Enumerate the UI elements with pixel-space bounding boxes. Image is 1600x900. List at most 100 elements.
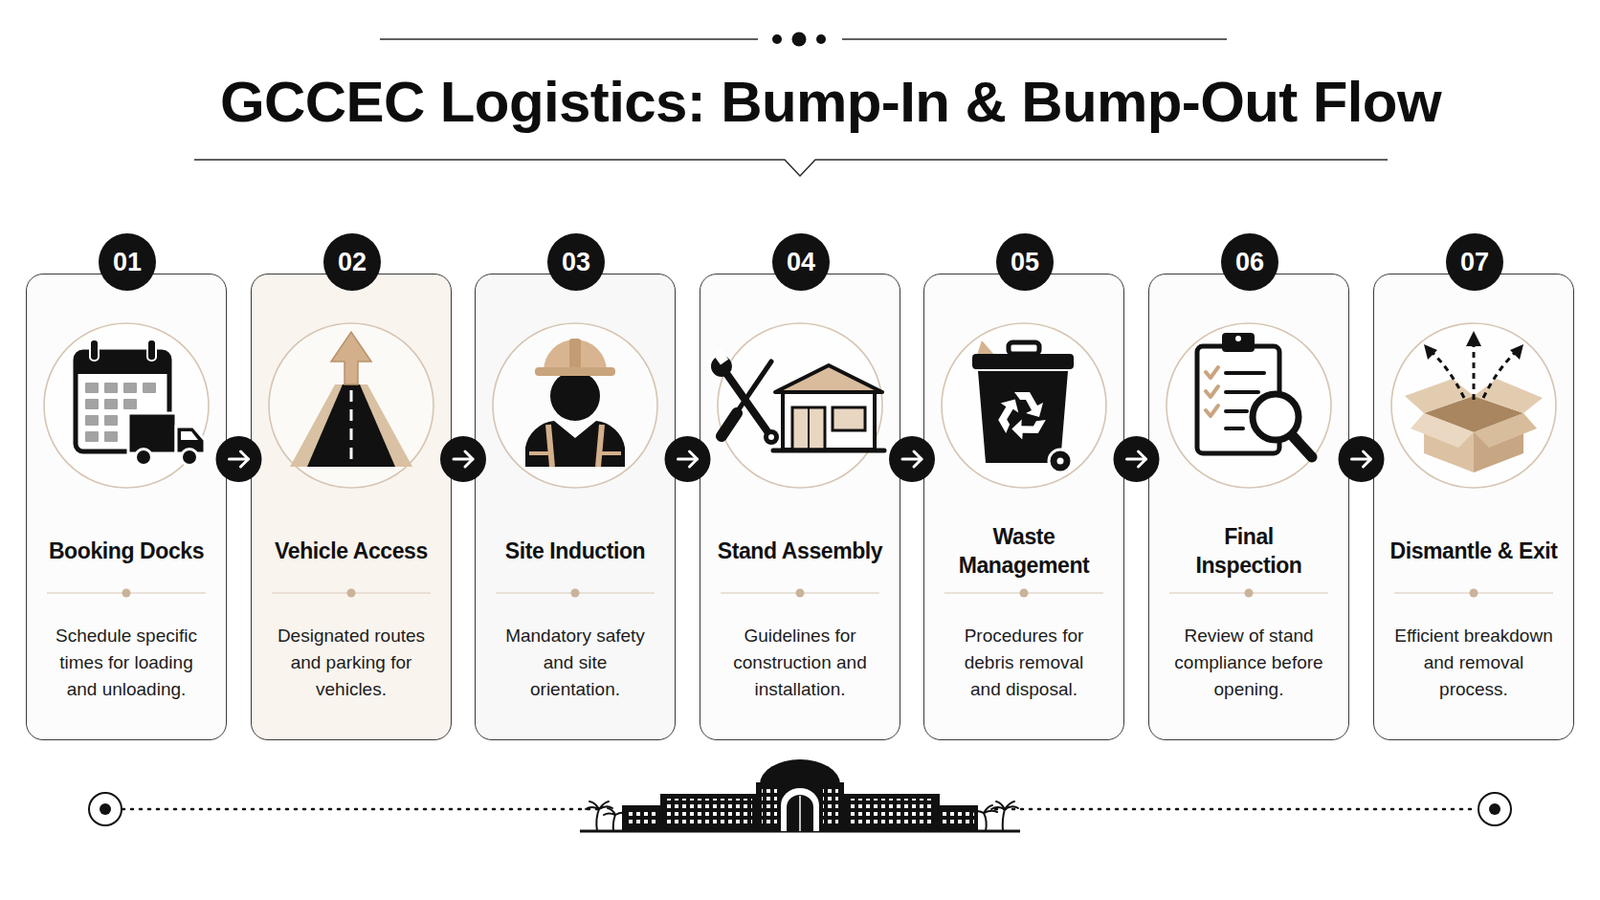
tools-booth-icon-part	[773, 448, 885, 454]
calendar-truck-icon-part	[75, 363, 170, 375]
connector-disc	[216, 436, 263, 483]
calendar-truck-icon-part	[147, 339, 156, 361]
tools-booth-icon-part	[711, 355, 733, 378]
card-title-area: Waste Management	[924, 520, 1124, 582]
worker-icon-part	[569, 338, 581, 370]
tools-booth-icon-part	[738, 361, 772, 410]
card-title: Waste Management	[952, 522, 1096, 580]
connector-shaft	[1352, 458, 1372, 462]
card-divider-part-part	[347, 589, 356, 599]
top-ornament-part	[792, 32, 807, 47]
clipboard-magnifier-icon-part-part	[1225, 426, 1244, 431]
step-number-badge: 03	[547, 233, 605, 291]
step-number-badge: 05	[996, 233, 1054, 291]
worker-icon-part	[543, 339, 607, 372]
connector-shaft	[229, 458, 249, 462]
card-divider-part	[46, 592, 1554, 595]
card-title: Booking Docks	[30, 536, 223, 566]
road-arrow-icon-part	[331, 332, 372, 385]
card-title-area: Stand Assembly	[700, 520, 900, 582]
palm-tree	[585, 801, 1019, 832]
worker-icon-part	[534, 367, 616, 377]
clipboard-magnifier-icon-part	[1197, 346, 1280, 454]
top-ornament-part	[816, 34, 826, 45]
card-title-area: Booking Docks	[26, 520, 226, 582]
recycling-bin-icon-part	[976, 340, 996, 358]
top-ornament-part	[379, 38, 758, 41]
card-divider-part-part	[122, 589, 132, 599]
card-description: Procedures for debris removal and dispos…	[952, 622, 1096, 704]
card-description: Guidelines for construction and installa…	[718, 622, 882, 704]
recycle-symbol-part	[991, 396, 1028, 434]
palm-tree-part	[983, 813, 987, 832]
card-divider-part-part	[720, 592, 880, 595]
card-title: Vehicle Access	[255, 536, 447, 566]
arrow-head	[241, 451, 249, 467]
connector-shaft	[678, 458, 698, 462]
step-number: 04	[786, 247, 816, 278]
open-box-icon-part	[1473, 378, 1543, 414]
process-card: Final InspectionReview of stand complian…	[1148, 273, 1350, 741]
worker-icon-part	[598, 424, 602, 467]
tools-booth-icon-part	[792, 407, 825, 450]
venue-silhouette-part	[773, 769, 827, 776]
calendar-truck-icon-part-part	[104, 382, 118, 394]
tools-booth-icon-part	[768, 434, 775, 441]
recycling-bin-icon-part	[1057, 458, 1065, 466]
recycling-bin-icon-part	[1008, 342, 1040, 355]
recycle-symbol-part	[1009, 407, 1046, 445]
timeline-rule-part	[1478, 793, 1512, 826]
timeline-rule-part	[122, 808, 603, 812]
card-description: Review of stand compliance before openin…	[1167, 622, 1331, 704]
clipboard-magnifier-icon-part-part	[1205, 405, 1219, 417]
timeline-rule-part	[1488, 803, 1501, 816]
clipboard-magnifier-icon-part	[1205, 367, 1219, 417]
palm-tree-part	[991, 801, 1019, 810]
worker-icon	[525, 338, 625, 467]
connector-disc	[1113, 436, 1160, 483]
step-number: 02	[337, 247, 367, 278]
clipboard-magnifier-icon-part	[1252, 394, 1299, 441]
timeline-rule-part	[995, 808, 1478, 812]
icon-ring-part	[717, 323, 883, 489]
card-divider	[46, 589, 1554, 599]
calendar-truck-icon-part-part	[85, 382, 99, 394]
clipboard-magnifier-icon-part	[1235, 335, 1242, 342]
tools-booth-icon-part	[775, 365, 883, 393]
venue-silhouette-part	[937, 805, 978, 832]
road-arrow-icon-part	[350, 390, 354, 466]
card-title-area: Final Inspection	[1149, 520, 1349, 582]
card-description: Designated routes and parking for vehicl…	[269, 622, 433, 704]
arrow-head	[913, 451, 922, 467]
calendar-truck-icon-part-part	[104, 399, 118, 410]
venue-silhouette-part	[759, 759, 841, 785]
calendar-truck-icon-part-part	[123, 382, 137, 394]
venue-silhouette-part	[847, 799, 934, 826]
card-divider-part	[122, 589, 1479, 599]
palm-tree-part	[613, 815, 616, 832]
tools-booth-icon-part	[807, 407, 810, 450]
card-title: Dismantle & Exit	[1377, 536, 1570, 566]
connector-disc	[1338, 436, 1385, 483]
venue-silhouette-part	[755, 782, 845, 832]
top-ornament-part	[842, 38, 1227, 41]
tools-booth-icon	[711, 348, 885, 451]
card-title: Site Induction	[479, 536, 671, 566]
step-number-badge: 01	[98, 233, 156, 291]
connector-shaft	[453, 458, 473, 462]
step-number-badge: 02	[323, 233, 381, 291]
recycle-symbol	[991, 392, 1046, 445]
recycling-bin-icon-part	[972, 354, 1074, 370]
timeline-rule	[88, 793, 1512, 826]
open-box-icon-part-part	[1429, 350, 1465, 399]
card-divider-part-part	[46, 592, 206, 595]
process-card: Waste ManagementProcedures for debris re…	[923, 273, 1125, 741]
open-box-icon-part	[1429, 346, 1518, 400]
connector-line	[1349, 458, 1374, 461]
step-number: 01	[112, 247, 142, 278]
step-number-badge: 06	[1221, 233, 1279, 291]
connector-disc	[888, 436, 935, 483]
process-card: Dismantle & ExitEfficient breakdown and …	[1373, 273, 1575, 741]
